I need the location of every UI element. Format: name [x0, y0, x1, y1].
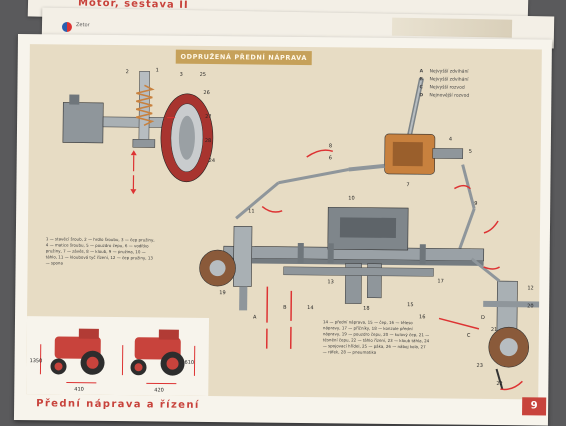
callout-26: 26: [203, 90, 209, 96]
callout-D: D: [481, 315, 485, 321]
page-number-badge: 9: [522, 397, 546, 415]
callout-3: 3: [180, 72, 183, 78]
callout-9: 9: [474, 201, 477, 207]
callout-1: 1: [156, 67, 159, 73]
callout-27: 27: [205, 114, 211, 120]
callout-14: 14: [307, 305, 313, 311]
callout-19: 19: [219, 290, 225, 296]
callout-11: 11: [248, 208, 254, 214]
callout-22: 22: [496, 381, 502, 387]
spring-section-view: [62, 70, 213, 195]
callout-4: 4: [449, 137, 452, 143]
caption-right: 14 — přední náprava, 15 — čep, 16 — těle…: [323, 319, 431, 356]
poster-page: 1350 410 420 610 1 2 3 4 5 6 7 8 9 10 11…: [14, 34, 552, 426]
callout-2: 2: [126, 69, 129, 75]
callout-6: 6: [329, 155, 332, 161]
background-sheet-illustration: [392, 18, 512, 38]
callout-15: 15: [407, 302, 413, 308]
callout-C: C: [467, 333, 471, 339]
callout-17: 17: [437, 278, 443, 284]
page-title: Přední náprava a řízení: [36, 398, 200, 411]
section-banner: ODPRUŽENÁ PŘEDNÍ NÁPRAVA: [176, 50, 312, 65]
tractor-dimension-610: 610: [185, 360, 195, 366]
callout-23: 23: [477, 363, 483, 369]
caption-left: 1 — stavěcí šroub, 2 — hrdlo šroubu, 3 —…: [46, 236, 158, 267]
tractor-dimension-410: 410: [74, 387, 84, 393]
illustration-panel: 1350 410 420 610 1 2 3 4 5 6 7 8 9 10 11…: [26, 44, 542, 399]
zetor-logo-icon: [62, 22, 72, 32]
callout-B: B: [283, 305, 287, 311]
axle-assembly: [198, 206, 542, 390]
callout-10: 10: [348, 195, 354, 201]
callout-8: 8: [329, 143, 332, 149]
callout-A: A: [253, 314, 257, 320]
callout-12: 12: [527, 285, 533, 291]
callout-18: 18: [363, 306, 369, 312]
callout-24: 24: [209, 158, 215, 164]
callout-21: 21: [491, 327, 497, 333]
callout-13: 13: [327, 279, 333, 285]
background-sheet-logo-text: Zetor: [76, 22, 90, 28]
callout-20: 20: [527, 303, 533, 309]
callout-28: 28: [205, 138, 211, 144]
callout-7: 7: [406, 182, 409, 188]
callout-25: 25: [200, 72, 206, 78]
tractor-dimension-1350: 1350: [30, 358, 43, 364]
tractor-dimension-420: 420: [154, 387, 164, 393]
callout-5: 5: [469, 149, 472, 155]
